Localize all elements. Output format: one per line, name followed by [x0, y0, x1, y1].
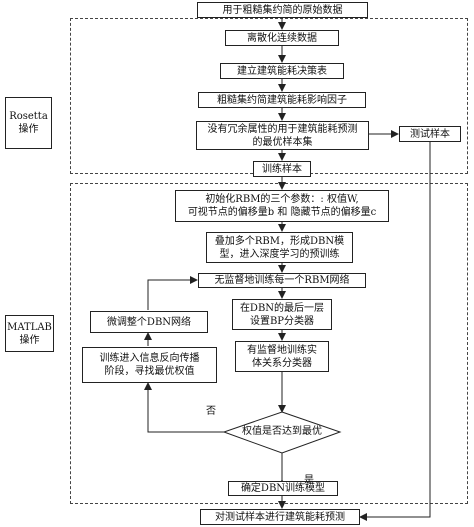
matlab-label-line2: 操作 — [19, 334, 40, 346]
matlab-label: MATLAB 操作 — [5, 315, 54, 352]
arrow-test-to-predict — [359, 142, 431, 521]
node-discretize: 离散化连续数据 — [225, 30, 339, 46]
rosetta-label-line1: Rosetta — [9, 111, 48, 122]
node-optimal-set: 没有冗余属性的用于建筑能耗预测 的最优样本集 — [196, 121, 369, 150]
node-stack-rbm: 叠加多个RBM，形成DBN模 型，进入深度学习的预训练 — [206, 232, 353, 263]
decision-diamond — [222, 411, 342, 454]
node-fine-tune: 微调整个DBN网络 — [90, 311, 208, 333]
node-confirm-model: 确定DBN训练模型 — [228, 481, 338, 496]
node-predict: 对测试样本进行建筑能耗预测 — [200, 509, 360, 525]
arrow-decision-no-to-backprop — [144, 382, 224, 433]
matlab-label-line1: MATLAB — [7, 321, 52, 333]
node-train-samples: 训练样本 — [253, 161, 311, 177]
matlab-group — [70, 183, 468, 504]
node-raw-data: 用于粗糙集约简的原始数据 — [197, 2, 368, 18]
rosetta-label-line2: 操作 — [18, 124, 39, 135]
node-test-samples: 测试样本 — [399, 126, 461, 142]
edge-label-yes: 是 — [304, 475, 314, 486]
node-reduce-factors: 粗糙集约简建筑能耗影响因子 — [198, 92, 366, 108]
node-backprop: 训练进入信息反向传播 阶段，寻找最优权值 — [82, 347, 217, 383]
edge-label-no: 否 — [206, 406, 216, 417]
node-supervised: 有监督地训练实 体关系分类器 — [235, 341, 329, 372]
node-unsupervised: 无监督地训练每一个RBM网络 — [198, 273, 366, 288]
node-decision-table: 建立建筑能耗决策表 — [220, 63, 344, 79]
node-init-rbm: 初始化RBM的三个参数：: 权值W, 可视节点的偏移量b 和 隐藏节点的偏移量c — [175, 190, 389, 222]
rosetta-label: Rosetta 操作 — [5, 97, 52, 149]
arrow-finetune-to-unsupervised — [147, 276, 198, 310]
node-decision: 权值是否达到最优 — [242, 426, 322, 437]
node-bp-layer: 在DBN的最后一层 设置BP分类器 — [232, 299, 332, 330]
